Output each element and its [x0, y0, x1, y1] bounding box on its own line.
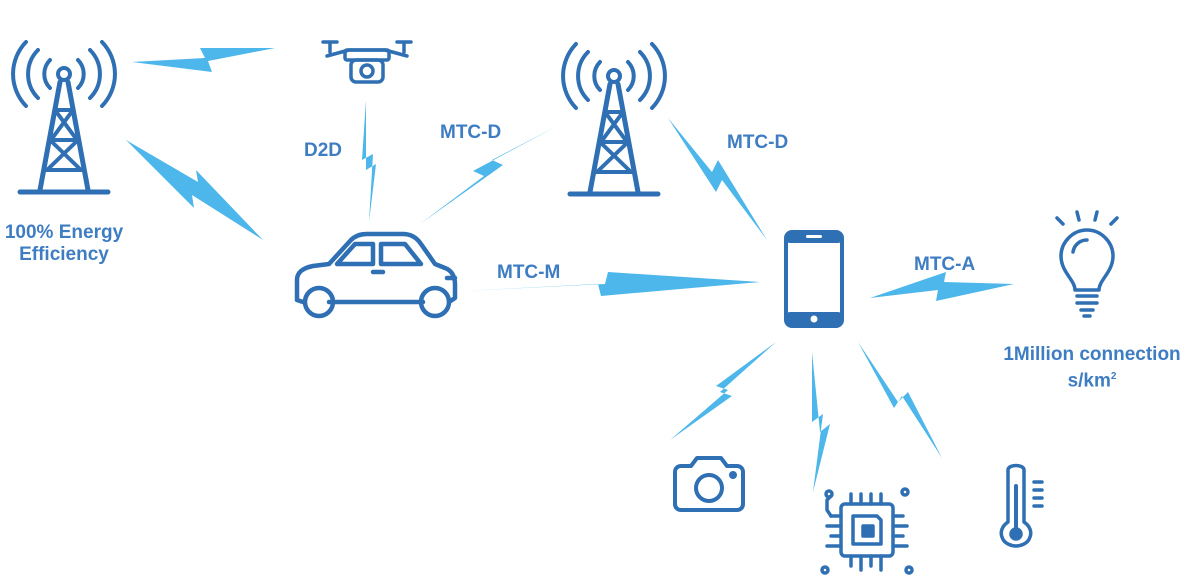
lightbulb-icon: [1055, 210, 1119, 318]
smartphone-icon: [784, 230, 844, 328]
camera: [673, 456, 745, 512]
connection-density-superscript: 2: [1110, 371, 1117, 382]
mtc-d-right-label: MTC-D: [727, 132, 789, 153]
cell-tower-icon: [11, 40, 117, 195]
mtc-a-label: MTC-A: [914, 254, 976, 275]
link-tower-right-car: [420, 126, 557, 224]
link-tower-left-car: [126, 140, 263, 240]
energy-label-line2: Efficiency: [19, 244, 109, 265]
microchip-icon: [820, 487, 914, 575]
d2d-label: D2D: [304, 140, 343, 161]
link-phone-camera: [670, 342, 776, 440]
link-drone-car: [362, 100, 376, 222]
mtc-m-label: MTC-M: [497, 262, 561, 283]
link-tower-left-drone: [132, 48, 275, 72]
camera-icon: [673, 456, 745, 512]
link-phone-thermometer: [858, 342, 942, 458]
drone: [321, 40, 413, 84]
connection-density-line1: 1Million connection: [1003, 344, 1181, 365]
car-icon: [294, 231, 458, 319]
drone-icon: [321, 40, 413, 84]
bulb: [1055, 210, 1119, 318]
connection-density-unit: s/km: [1067, 370, 1111, 392]
chip: [820, 487, 914, 575]
phone: [784, 230, 844, 328]
tower-left: [11, 40, 117, 195]
tower-right: [561, 42, 667, 197]
energy-label-line1: 100% Energy: [4, 222, 124, 243]
cell-tower-icon: [561, 42, 667, 197]
link-phone-chip: [812, 352, 830, 492]
thermometer: [999, 463, 1044, 548]
connection-density-label: 1Million connection s/km2: [996, 344, 1188, 392]
mtc-d-left-label: MTC-D: [440, 122, 502, 143]
link-car-phone: [462, 272, 760, 296]
connection-density-line2: s/km2: [996, 366, 1188, 392]
link-tower-right-phone: [668, 118, 767, 240]
thermometer-icon: [999, 463, 1044, 548]
link-phone-bulb: [870, 272, 1014, 301]
car: [294, 231, 458, 319]
energy-label: 100% Energy Efficiency: [0, 222, 128, 266]
